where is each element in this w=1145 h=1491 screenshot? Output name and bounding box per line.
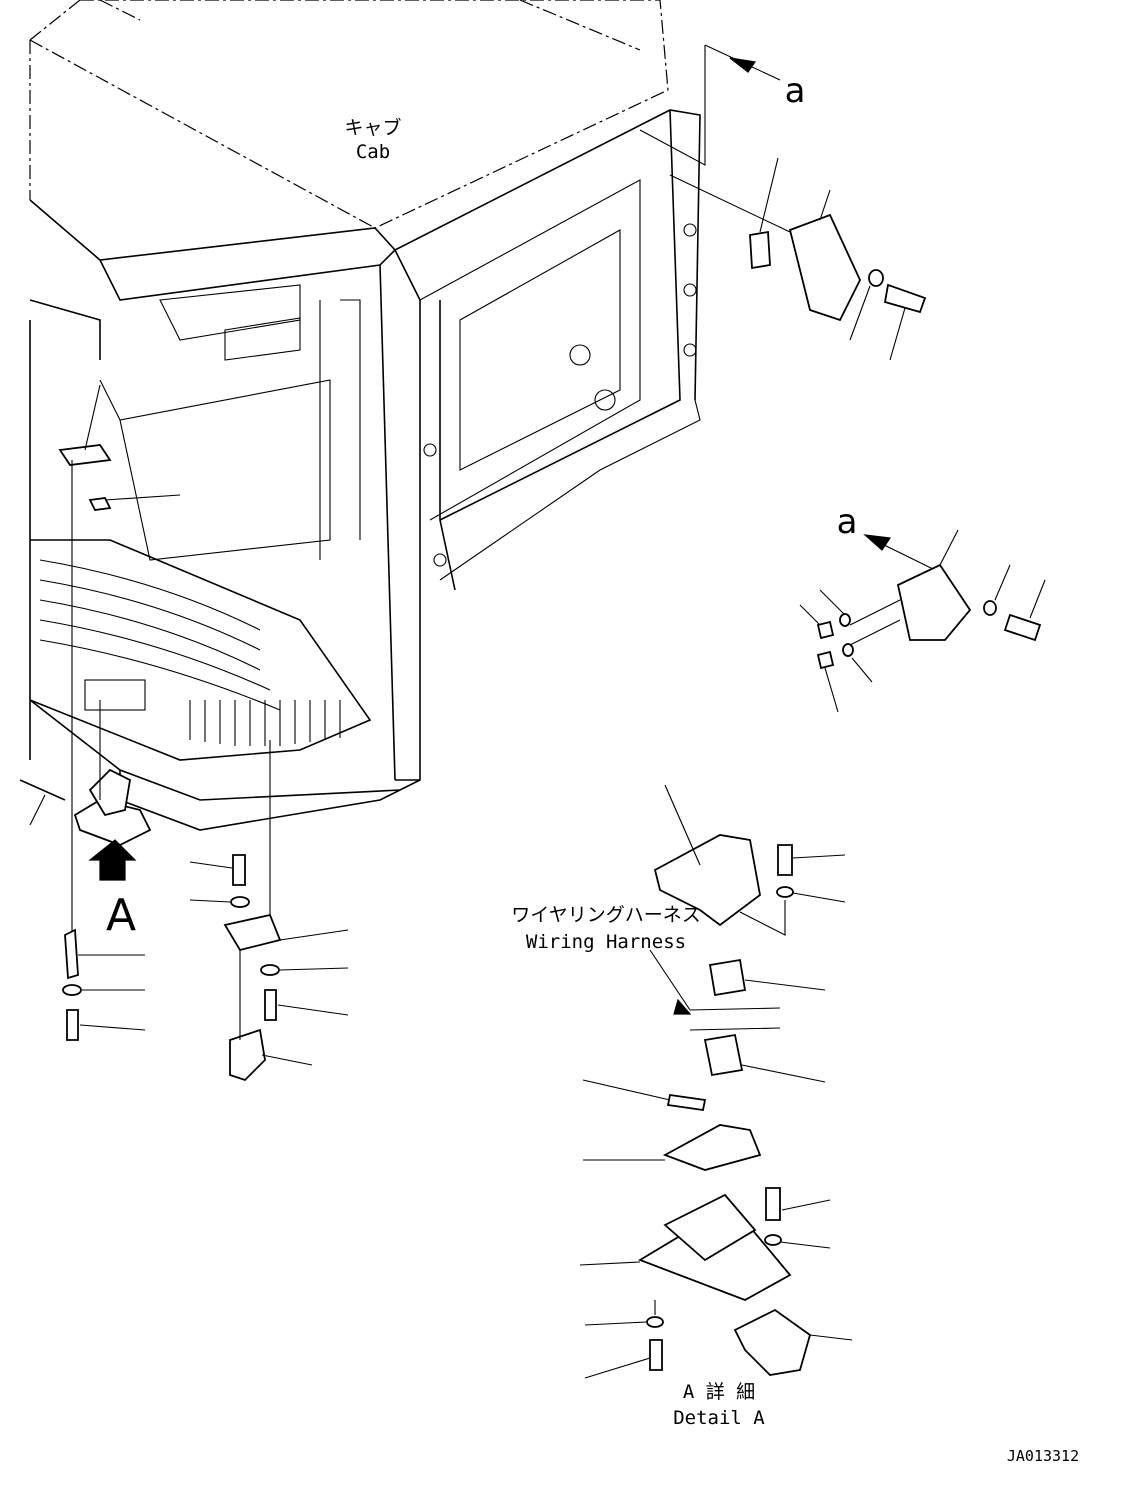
view-a-mid-parts [799, 529, 1046, 713]
bracket-A [73, 768, 152, 881]
cab-label-jp: キャブ [344, 116, 401, 139]
harness-clamp-parts [579, 784, 853, 1379]
view-a-label-mid: a [837, 502, 858, 542]
harness-label-jp: ワイヤリングハーネス [511, 904, 700, 926]
view-A-label: A [106, 890, 136, 941]
drawing-number: JA013312 [1007, 1447, 1079, 1465]
view-a-label-top: a [785, 71, 806, 111]
cab-label-en: Cab [356, 141, 390, 163]
harness-label-en: Wiring Harness [526, 931, 686, 953]
view-a-top-parts [639, 44, 927, 361]
cab-outline [29, 0, 701, 781]
floor-mat [29, 539, 421, 831]
left-parts [19, 384, 349, 1082]
detail-label-jp: A 詳 細 [683, 1381, 755, 1403]
detail-label-en: Detail A [673, 1407, 765, 1429]
